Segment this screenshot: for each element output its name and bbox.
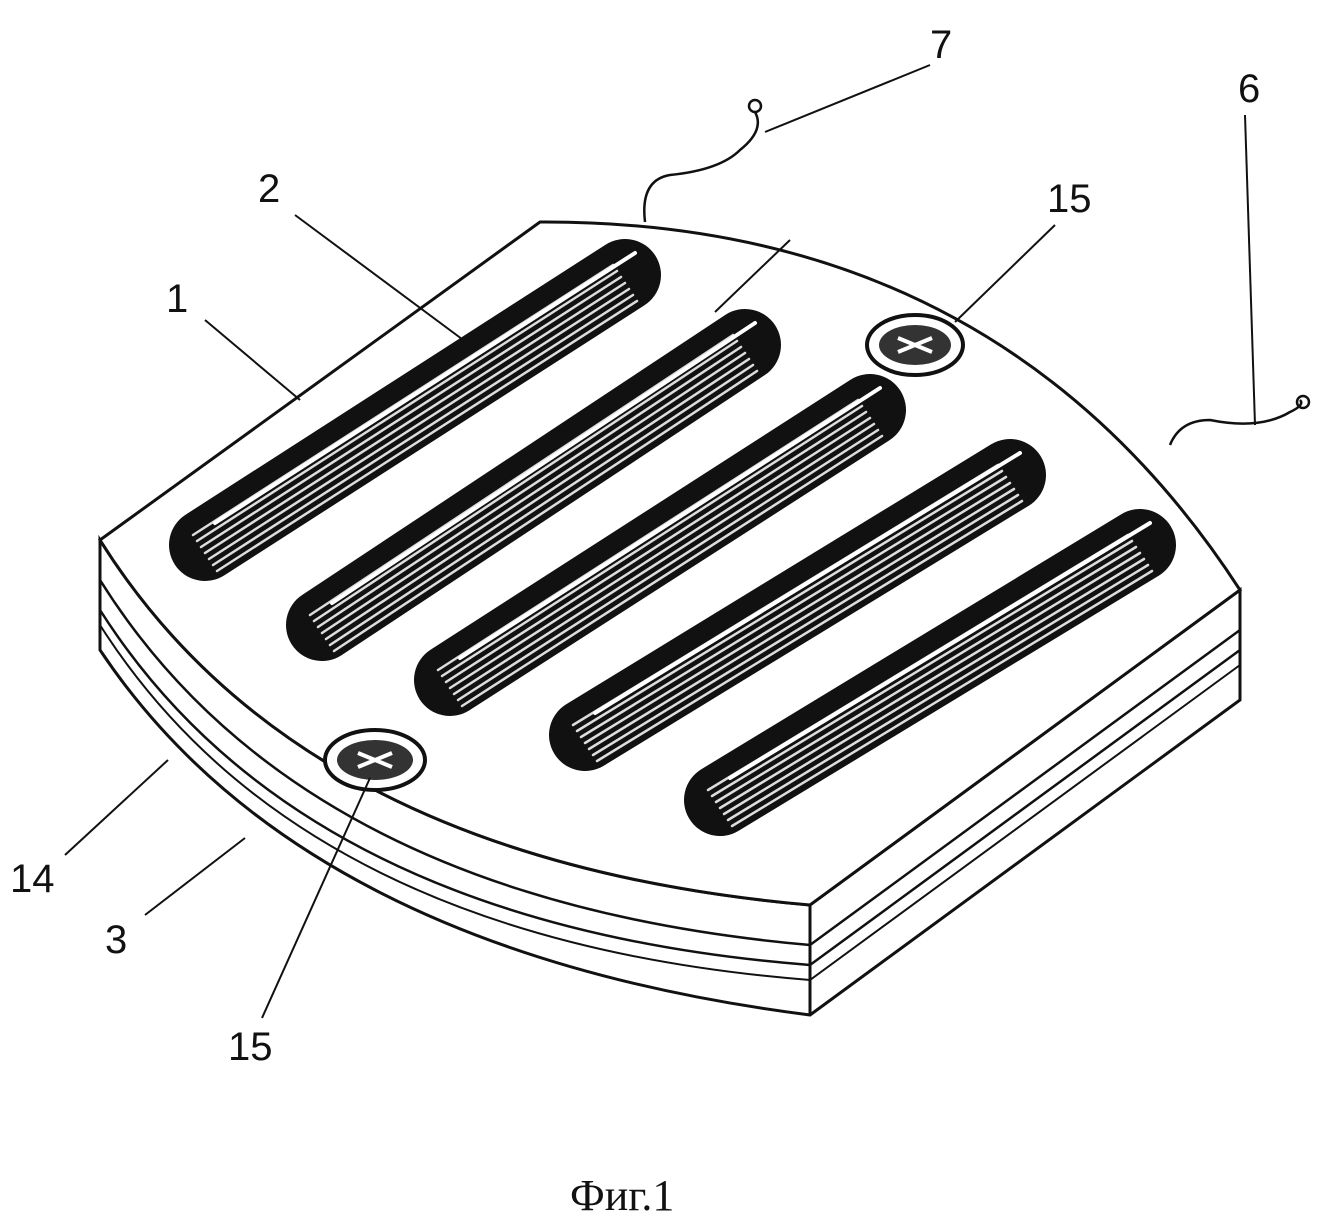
label-3: 3 <box>105 918 127 962</box>
slots <box>169 239 1176 836</box>
label-15-top: 15 <box>1047 177 1092 221</box>
screw-top <box>865 313 965 377</box>
label-6: 6 <box>1238 67 1260 111</box>
label-1: 1 <box>166 277 188 321</box>
slot-1 <box>169 239 661 581</box>
wire-6 <box>1168 399 1303 446</box>
screw-bottom <box>323 728 427 792</box>
slot-3 <box>414 374 906 716</box>
slot-5 <box>684 509 1176 836</box>
slot-4 <box>549 439 1046 771</box>
wire-7 <box>643 111 760 223</box>
label-7: 7 <box>930 23 952 67</box>
figure-caption: Фиг.1 <box>570 1171 674 1220</box>
label-15-bottom: 15 <box>228 1025 273 1069</box>
slot-2 <box>286 309 781 661</box>
leader-lines <box>64 64 1256 1019</box>
label-2: 2 <box>258 167 280 211</box>
label-14: 14 <box>10 857 55 901</box>
